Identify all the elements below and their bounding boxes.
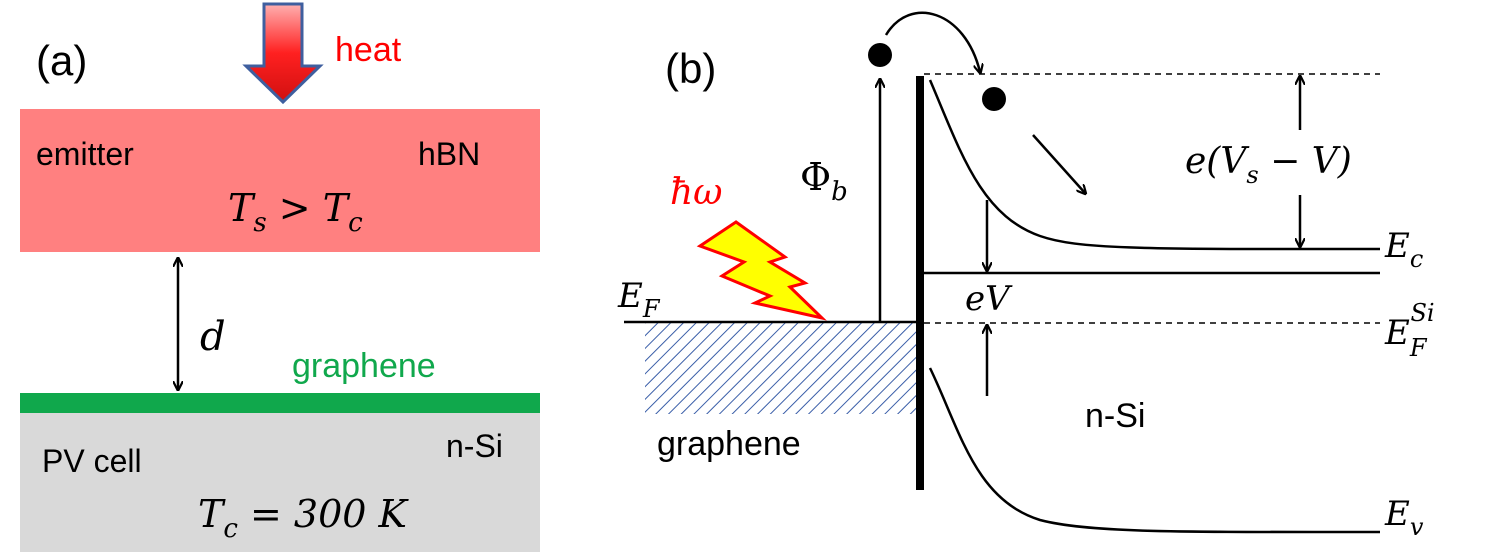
pv-material-label: n-Si <box>446 428 503 464</box>
electron-1 <box>868 43 892 67</box>
pv-cell-label: PV cell <box>42 443 142 479</box>
pv-cell <box>20 413 540 552</box>
gap-label: d <box>200 314 226 360</box>
emitter-layer <box>20 109 540 252</box>
heat-arrow-icon <box>242 2 324 105</box>
photon-label: ħω <box>670 172 723 213</box>
fermi-level-label: EF <box>617 276 661 323</box>
graphene-layer <box>20 393 540 413</box>
conduction-band <box>928 79 1381 251</box>
graphene-label-b: graphene <box>657 425 801 463</box>
hop-arrow <box>884 11 980 72</box>
temperature-relation: Ts > Tc <box>228 186 363 238</box>
ec-label: Ec <box>1384 226 1423 273</box>
graphene-label-a: graphene <box>292 347 436 385</box>
electron-2 <box>982 87 1006 111</box>
offset-label: e(Vs − V) <box>1185 141 1352 189</box>
panel-a: (a) heat emitter hBN Ts > Tc d graphene … <box>20 2 540 552</box>
barrier-label: Φb <box>800 155 848 207</box>
nsi-label: n-Si <box>1085 397 1145 435</box>
panel-b-label: (b) <box>665 45 716 92</box>
graphene-fermi-sea <box>645 322 917 414</box>
valence-band <box>928 367 1381 534</box>
lightning-icon <box>696 220 827 321</box>
panel-b: (b) graphene EF ħω Φb Ec EFSi <box>617 11 1435 541</box>
si-fermi-label: EFSi <box>1384 299 1435 362</box>
drift-arrow <box>1032 134 1085 193</box>
interface-line <box>916 76 924 490</box>
ev-band-label: Ev <box>1384 494 1424 541</box>
panel-a-label: (a) <box>36 37 87 84</box>
emitter-label: emitter <box>36 136 134 172</box>
pv-temperature: Tc = 300 K <box>198 492 410 544</box>
ev-label: eV <box>965 279 1013 319</box>
emitter-material-label: hBN <box>418 136 480 172</box>
heat-label: heat <box>335 31 402 69</box>
